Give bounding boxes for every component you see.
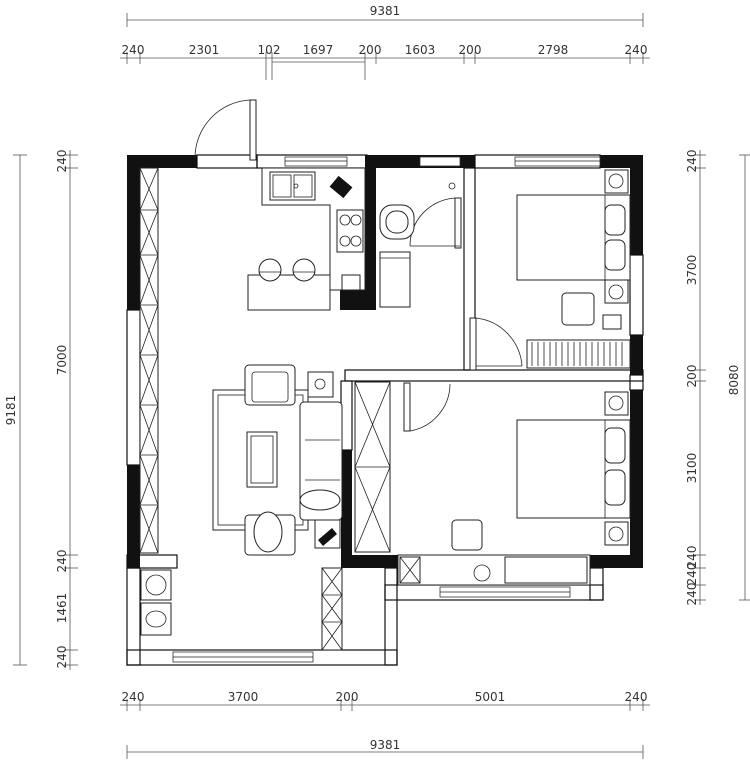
armchair-top bbox=[244, 364, 296, 406]
top-dim-9: 240 bbox=[625, 43, 648, 57]
bathroom-fixtures bbox=[379, 182, 456, 308]
kitchen-appliance bbox=[329, 175, 353, 199]
bathroom-door bbox=[409, 197, 462, 249]
right-dim-6: 240 bbox=[685, 563, 699, 586]
bedroom-1-door bbox=[469, 317, 523, 371]
right-dim-1: 240 bbox=[685, 150, 699, 173]
right-dim-4: 3100 bbox=[685, 453, 699, 484]
bottom-dim-4: 5001 bbox=[475, 690, 506, 704]
bedroom-1-furniture bbox=[516, 169, 631, 369]
top-dim-3: 102 bbox=[258, 43, 281, 57]
bottom-total-dimension: 9381 bbox=[370, 738, 401, 752]
right-dim-2: 3700 bbox=[685, 255, 699, 286]
entry-door bbox=[194, 99, 257, 161]
desk-chair-2 bbox=[451, 519, 483, 551]
left-total-dimension: 9181 bbox=[4, 395, 18, 426]
left-dim-2: 7000 bbox=[55, 345, 69, 376]
bottom-dim-1: 240 bbox=[122, 690, 145, 704]
top-dim-6: 1603 bbox=[405, 43, 436, 57]
bedroom-2-furniture bbox=[354, 381, 631, 586]
top-dim-7: 200 bbox=[459, 43, 482, 57]
desk-chair-1 bbox=[561, 292, 595, 326]
right-total-dimension: 8080 bbox=[727, 365, 741, 396]
bottom-dim-3: 200 bbox=[336, 690, 359, 704]
right-dim-7: 240 bbox=[685, 583, 699, 606]
shoe-cabinet bbox=[321, 567, 343, 651]
side-table bbox=[307, 371, 334, 398]
top-total-dimension: 9381 bbox=[370, 4, 401, 18]
top-dim-5: 200 bbox=[359, 43, 382, 57]
wardrobe-bedroom-1 bbox=[526, 339, 631, 369]
left-dim-4: 1461 bbox=[55, 593, 69, 624]
top-dim-2: 2301 bbox=[189, 43, 220, 57]
left-dimensions: 9181 240 7000 240 1461 240 bbox=[4, 150, 78, 670]
kitchen-counter bbox=[261, 167, 366, 291]
bedroom-2-door bbox=[403, 382, 451, 432]
top-dim-4: 1697 bbox=[303, 43, 334, 57]
right-dimensions: 240 3700 200 3100 240 240 240 8080 bbox=[685, 150, 750, 606]
left-dim-3: 240 bbox=[55, 550, 69, 573]
wardrobe-left bbox=[139, 167, 159, 554]
top-dim-1: 240 bbox=[122, 43, 145, 57]
right-dim-5: 240 bbox=[685, 546, 699, 569]
left-dim-1: 240 bbox=[55, 150, 69, 173]
living-room-furniture bbox=[212, 364, 343, 556]
right-dim-3: 200 bbox=[685, 365, 699, 388]
bottom-dim-2: 3700 bbox=[228, 690, 259, 704]
top-dim-8: 2798 bbox=[538, 43, 569, 57]
bar-counter bbox=[247, 258, 331, 311]
bottom-dimensions: 240 3700 200 5001 240 9381 bbox=[120, 690, 650, 759]
windows bbox=[172, 156, 601, 663]
top-dimensions: 9381 240 2301 102 1697 200 1603 200 2798… bbox=[120, 4, 650, 80]
left-dim-5: 240 bbox=[55, 646, 69, 669]
shower-head-icon bbox=[448, 182, 456, 190]
laundry bbox=[140, 569, 172, 636]
bottom-dim-5: 240 bbox=[625, 690, 648, 704]
